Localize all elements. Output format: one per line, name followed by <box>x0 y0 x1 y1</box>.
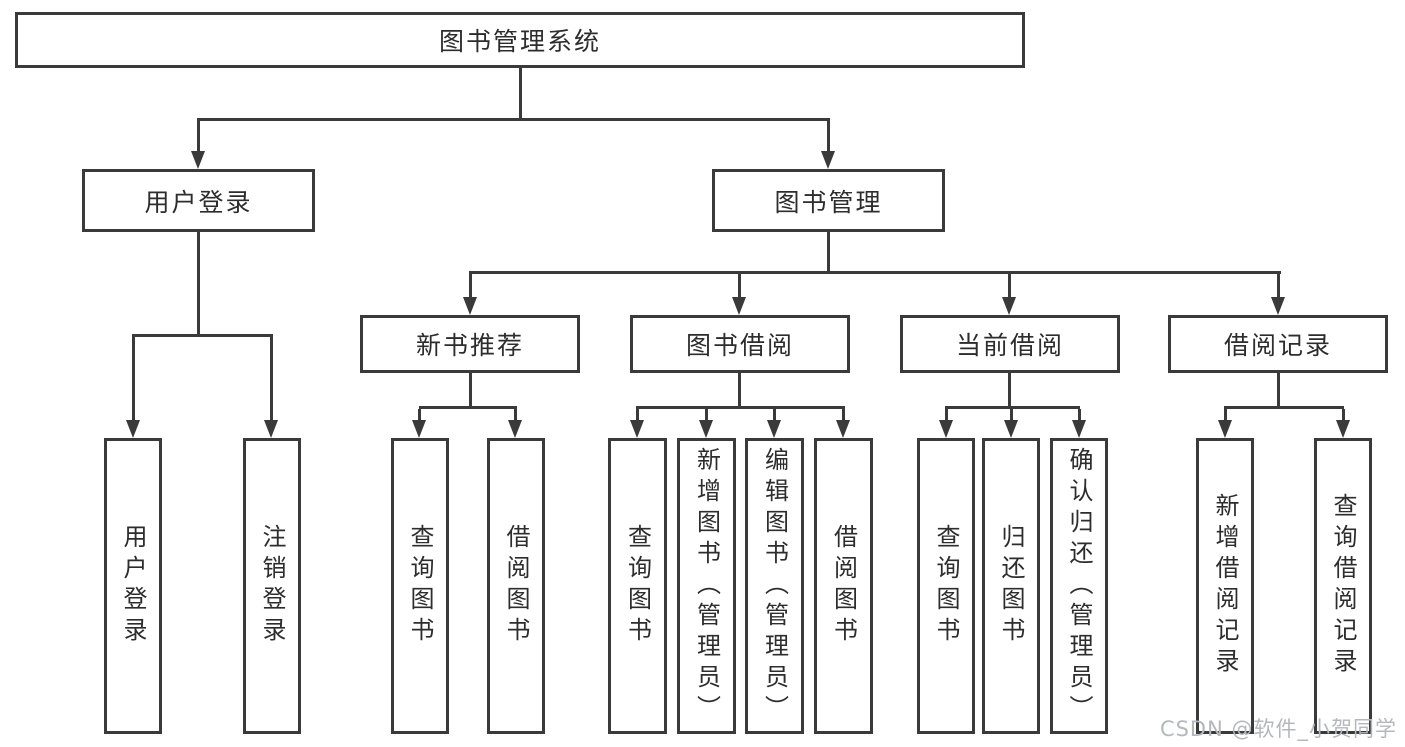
node-label: 图书借阅 <box>685 331 794 360</box>
csdn-watermark: CSDN @软件_小贺同学 <box>1159 717 1397 741</box>
node-borrowing-records: 借阅记录 <box>1168 315 1388 373</box>
connector-line <box>842 409 845 421</box>
arrowhead-icon <box>767 420 781 438</box>
node-library-management-system: 图书管理系统 <box>15 12 1025 68</box>
connector-line <box>1008 373 1011 406</box>
connector-line <box>197 121 200 152</box>
node-label: 新增借阅记录 <box>1211 493 1239 679</box>
leaf-query-books-current: 查询图书 <box>917 438 975 734</box>
node-label: 借阅图书 <box>829 524 858 648</box>
node-label: 新书推荐 <box>415 331 524 360</box>
node-label: 借阅记录 <box>1223 331 1332 360</box>
arrowhead-icon <box>630 420 644 438</box>
node-label: 用户登录 <box>144 187 253 217</box>
leaf-query-books-recommend: 查询图书 <box>391 438 449 734</box>
arrowhead-icon <box>1336 420 1350 438</box>
arrowhead-icon <box>264 420 278 438</box>
arrowhead-icon <box>836 420 850 438</box>
connector-line <box>1008 274 1011 297</box>
arrowhead-icon <box>1072 420 1086 438</box>
connector-line <box>738 274 741 297</box>
node-label: 确认归还（管理员） <box>1065 446 1093 726</box>
leaf-borrow-books-recommend: 借阅图书 <box>487 438 545 734</box>
connector-line <box>1010 409 1013 421</box>
leaf-add-borrowing-record: 新增借阅记录 <box>1196 438 1254 734</box>
node-label: 查询图书 <box>406 524 434 648</box>
node-current-borrowing: 当前借阅 <box>900 315 1120 373</box>
arrowhead-icon <box>1002 297 1016 315</box>
node-label: 归还图书 <box>997 524 1025 648</box>
leaf-logout: 注销登录 <box>243 438 301 734</box>
arrowhead-icon <box>126 420 140 438</box>
arrowhead-icon <box>821 151 835 169</box>
node-label: 用户登录 <box>119 524 147 648</box>
node-new-book-recommendation: 新书推荐 <box>360 315 580 373</box>
connector-line <box>469 271 1281 274</box>
arrowhead-icon <box>191 151 205 169</box>
connector-line <box>1078 409 1081 421</box>
connector-line <box>469 373 472 406</box>
connector-line <box>705 409 708 421</box>
connector-line <box>1277 373 1280 406</box>
arrowhead-icon <box>732 297 746 315</box>
node-label: 查询图书 <box>623 524 652 648</box>
arrowhead-icon <box>939 420 953 438</box>
connector-line <box>945 409 948 421</box>
connector-line <box>469 274 472 297</box>
leaf-confirm-return-admin: 确认归还（管理员） <box>1050 438 1108 734</box>
connector-line <box>636 409 639 421</box>
leaf-query-borrowing-record: 查询借阅记录 <box>1314 438 1372 734</box>
connector-line <box>132 334 273 337</box>
leaf-add-books-admin: 新增图书（管理员） <box>677 438 736 734</box>
connector-line <box>514 409 517 421</box>
arrowhead-icon <box>1004 420 1018 438</box>
leaf-edit-books-admin: 编辑图书（管理员） <box>745 438 804 734</box>
node-label: 查询借阅记录 <box>1329 493 1357 679</box>
connector-line <box>636 406 845 409</box>
connector-line <box>270 337 273 420</box>
connector-line <box>519 68 522 118</box>
leaf-query-books-borrowing: 查询图书 <box>608 438 667 734</box>
connector-line <box>827 121 830 152</box>
connector-line <box>197 232 200 334</box>
arrowhead-icon <box>412 420 426 438</box>
leaf-return-books: 归还图书 <box>982 438 1040 734</box>
node-label: 新增图书（管理员） <box>692 446 721 726</box>
arrowhead-icon <box>1271 297 1285 315</box>
node-label: 图书管理系统 <box>438 27 601 56</box>
leaf-user-login: 用户登录 <box>104 438 162 734</box>
connector-line <box>197 118 830 121</box>
node-book-borrowing: 图书借阅 <box>630 315 850 373</box>
connector-line <box>1224 406 1344 409</box>
arrowhead-icon <box>699 420 713 438</box>
node-label: 当前借阅 <box>955 331 1064 360</box>
node-label: 查询图书 <box>932 524 960 648</box>
node-label: 图书管理 <box>774 187 883 217</box>
connector-line <box>945 406 1080 409</box>
node-label: 借阅图书 <box>502 524 530 648</box>
leaf-borrow-books: 借阅图书 <box>814 438 873 734</box>
connector-line <box>1224 409 1227 421</box>
connector-line <box>738 373 741 406</box>
connector-line <box>132 337 135 420</box>
connector-line <box>1342 409 1345 421</box>
connector-line <box>418 409 421 421</box>
node-label: 注销登录 <box>258 524 286 648</box>
arrowhead-icon <box>508 420 522 438</box>
connector-line <box>419 406 517 409</box>
arrowhead-icon <box>1218 420 1232 438</box>
node-book-management: 图书管理 <box>712 169 945 232</box>
connector-line <box>1277 274 1280 297</box>
node-label: 编辑图书（管理员） <box>760 446 789 726</box>
connector-line <box>827 232 830 271</box>
arrowhead-icon <box>463 297 477 315</box>
node-user-login: 用户登录 <box>82 169 315 232</box>
connector-line <box>773 409 776 421</box>
